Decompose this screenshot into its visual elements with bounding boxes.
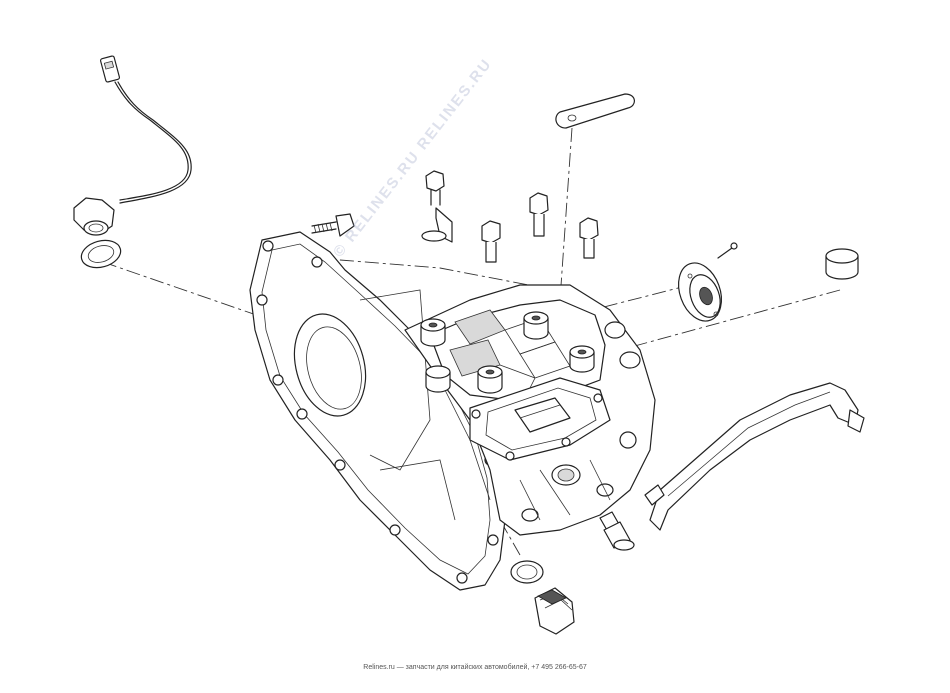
flat-tab-strip[interactable] (555, 93, 635, 129)
sensor-o-ring[interactable] (78, 236, 123, 271)
bushing[interactable] (825, 248, 859, 280)
vent-fitting[interactable] (599, 511, 635, 551)
footer-brand-link[interactable]: Relines.ru (363, 664, 395, 671)
drain-plug-washer[interactable] (510, 560, 544, 584)
round-cover-plate[interactable] (671, 257, 729, 327)
speed-sensor-with-wire[interactable] (73, 55, 192, 236)
footer: Relines.ru — запчасти для китайских авто… (0, 664, 950, 671)
drain-plug[interactable] (534, 587, 575, 635)
bolt-center[interactable] (529, 192, 549, 237)
bolt-right[interactable] (579, 217, 599, 259)
wire-bracket[interactable] (421, 207, 453, 243)
shift-lever-bracket[interactable] (644, 382, 865, 531)
bolt-center-left[interactable] (481, 220, 501, 263)
bolt-top-left[interactable] (425, 170, 445, 206)
footer-text: — запчасти для китайских автомобилей, +7… (394, 664, 587, 671)
small-screw[interactable] (717, 242, 738, 259)
gearbox-housing (249, 231, 656, 591)
long-bolt[interactable] (311, 213, 355, 237)
